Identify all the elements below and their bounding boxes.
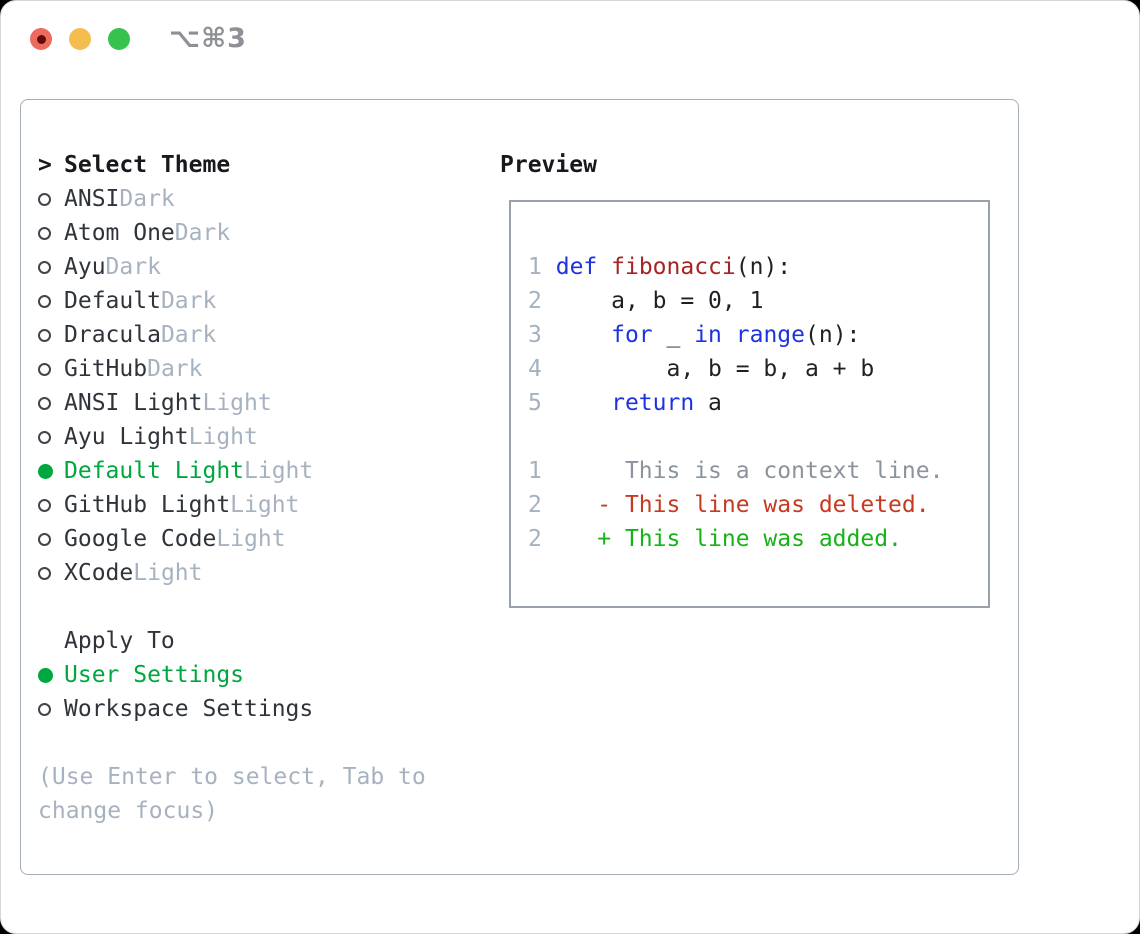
theme-name: Ayu Light [64,424,189,450]
line-number: 2 [528,526,542,552]
code-preview: 1 def fibonacci(n): 2 a, b = 0, 1 3 for _ … [511,202,988,556]
titlebar: ⌥⌘3 [1,1,1139,79]
radio-icon [38,702,64,716]
unsaved-dot-icon [36,34,46,44]
line-number: 2 [528,492,542,518]
theme-option[interactable]: Ayu Dark [38,250,478,284]
theme-option[interactable]: Dracula Dark [38,318,478,352]
theme-name: ANSI [64,186,120,212]
theme-variant-label: Dark [105,254,161,280]
preview-pane: 1 def fibonacci(n): 2 a, b = 0, 1 3 for _ … [509,200,990,608]
code-line: 1 def fibonacci(n): [528,254,792,280]
radio-icon [38,430,64,444]
theme-variant-label: Light [216,526,286,552]
code-line: 2 - This line was deleted. [528,492,930,518]
apply-to-title: Apply To [64,628,175,654]
theme-option[interactable]: Google Code Light [38,522,478,556]
theme-option[interactable]: Default Dark [38,284,478,318]
theme-name: GitHub [64,356,148,382]
apply-to-option[interactable]: User Settings [38,658,478,692]
radio-icon [38,396,64,410]
select-theme-title: Select Theme [64,152,231,178]
theme-variant-label: Light [133,560,203,586]
apply-to-label: Workspace Settings [64,696,314,722]
theme-variant-label: Light [188,424,258,450]
close-button[interactable] [30,28,52,50]
theme-name: Dracula [64,322,161,348]
line-number: 3 [528,322,542,348]
radio-icon [38,260,64,274]
theme-name: GitHub Light [64,492,231,518]
maximize-button[interactable] [108,28,130,50]
theme-name: Default Light [64,458,245,484]
radio-icon [38,498,64,512]
select-theme-heading-row: > Select Theme [38,148,478,182]
line-number: 2 [528,288,542,314]
code-line: 2 a, b = 0, 1 [528,288,764,314]
line-number: 1 [528,254,542,280]
theme-name: Google Code [64,526,217,552]
code-line: 3 for _ in range(n): [528,322,861,348]
theme-option[interactable]: GitHub Light Light [38,488,478,522]
theme-option[interactable]: ANSI Light Light [38,386,478,420]
code-line: 1 This is a context line. [528,458,944,484]
theme-variant-label: Dark [160,288,217,314]
radio-icon [38,192,64,206]
theme-option[interactable]: GitHub Dark [38,352,478,386]
theme-variant-label: Dark [174,220,231,246]
theme-variant-label: Light [244,458,314,484]
theme-option[interactable]: Atom One Dark [38,216,478,250]
radio-icon [38,566,64,580]
radio-selected-icon [38,667,64,683]
theme-variant-label: Light [230,492,300,518]
apply-to-label: User Settings [64,662,245,688]
theme-variant-label: Dark [147,356,203,382]
code-line: 2 + This line was added. [528,526,902,552]
theme-name: ANSI Light [64,390,203,416]
window-title: ⌥⌘3 [169,23,247,54]
line-number: 4 [528,356,542,382]
code-line: 4 a, b = b, a + b [528,356,875,382]
theme-option[interactable]: Default Light Light [38,454,478,488]
radio-icon [38,226,64,240]
theme-name: XCode [64,560,134,586]
apply-to-option[interactable]: Workspace Settings [38,692,478,726]
theme-variant-label: Dark [160,322,217,348]
minimize-button[interactable] [69,28,91,50]
help-text: (Use Enter to select, Tab to change focu… [38,764,426,824]
radio-selected-icon [38,463,64,479]
theme-variant-label: Light [202,390,272,416]
radio-icon [38,294,64,308]
apply-to-heading-row: Apply To [38,624,478,658]
radio-icon [38,328,64,342]
code-line: 5 return a [528,390,722,416]
theme-name: Ayu [64,254,106,280]
theme-option[interactable]: XCode Light [38,556,478,590]
theme-name: Atom One [64,220,175,246]
radio-icon [38,362,64,376]
line-number: 5 [528,390,542,416]
focus-indicator-icon: > [38,152,52,178]
preview-title: Preview [500,152,597,178]
radio-icon [38,532,64,546]
theme-name: Default [64,288,161,314]
theme-variant-label: Dark [119,186,175,212]
line-number: 1 [528,458,542,484]
theme-option[interactable]: Ayu Light Light [38,420,478,454]
theme-option[interactable]: ANSI Dark [38,182,478,216]
